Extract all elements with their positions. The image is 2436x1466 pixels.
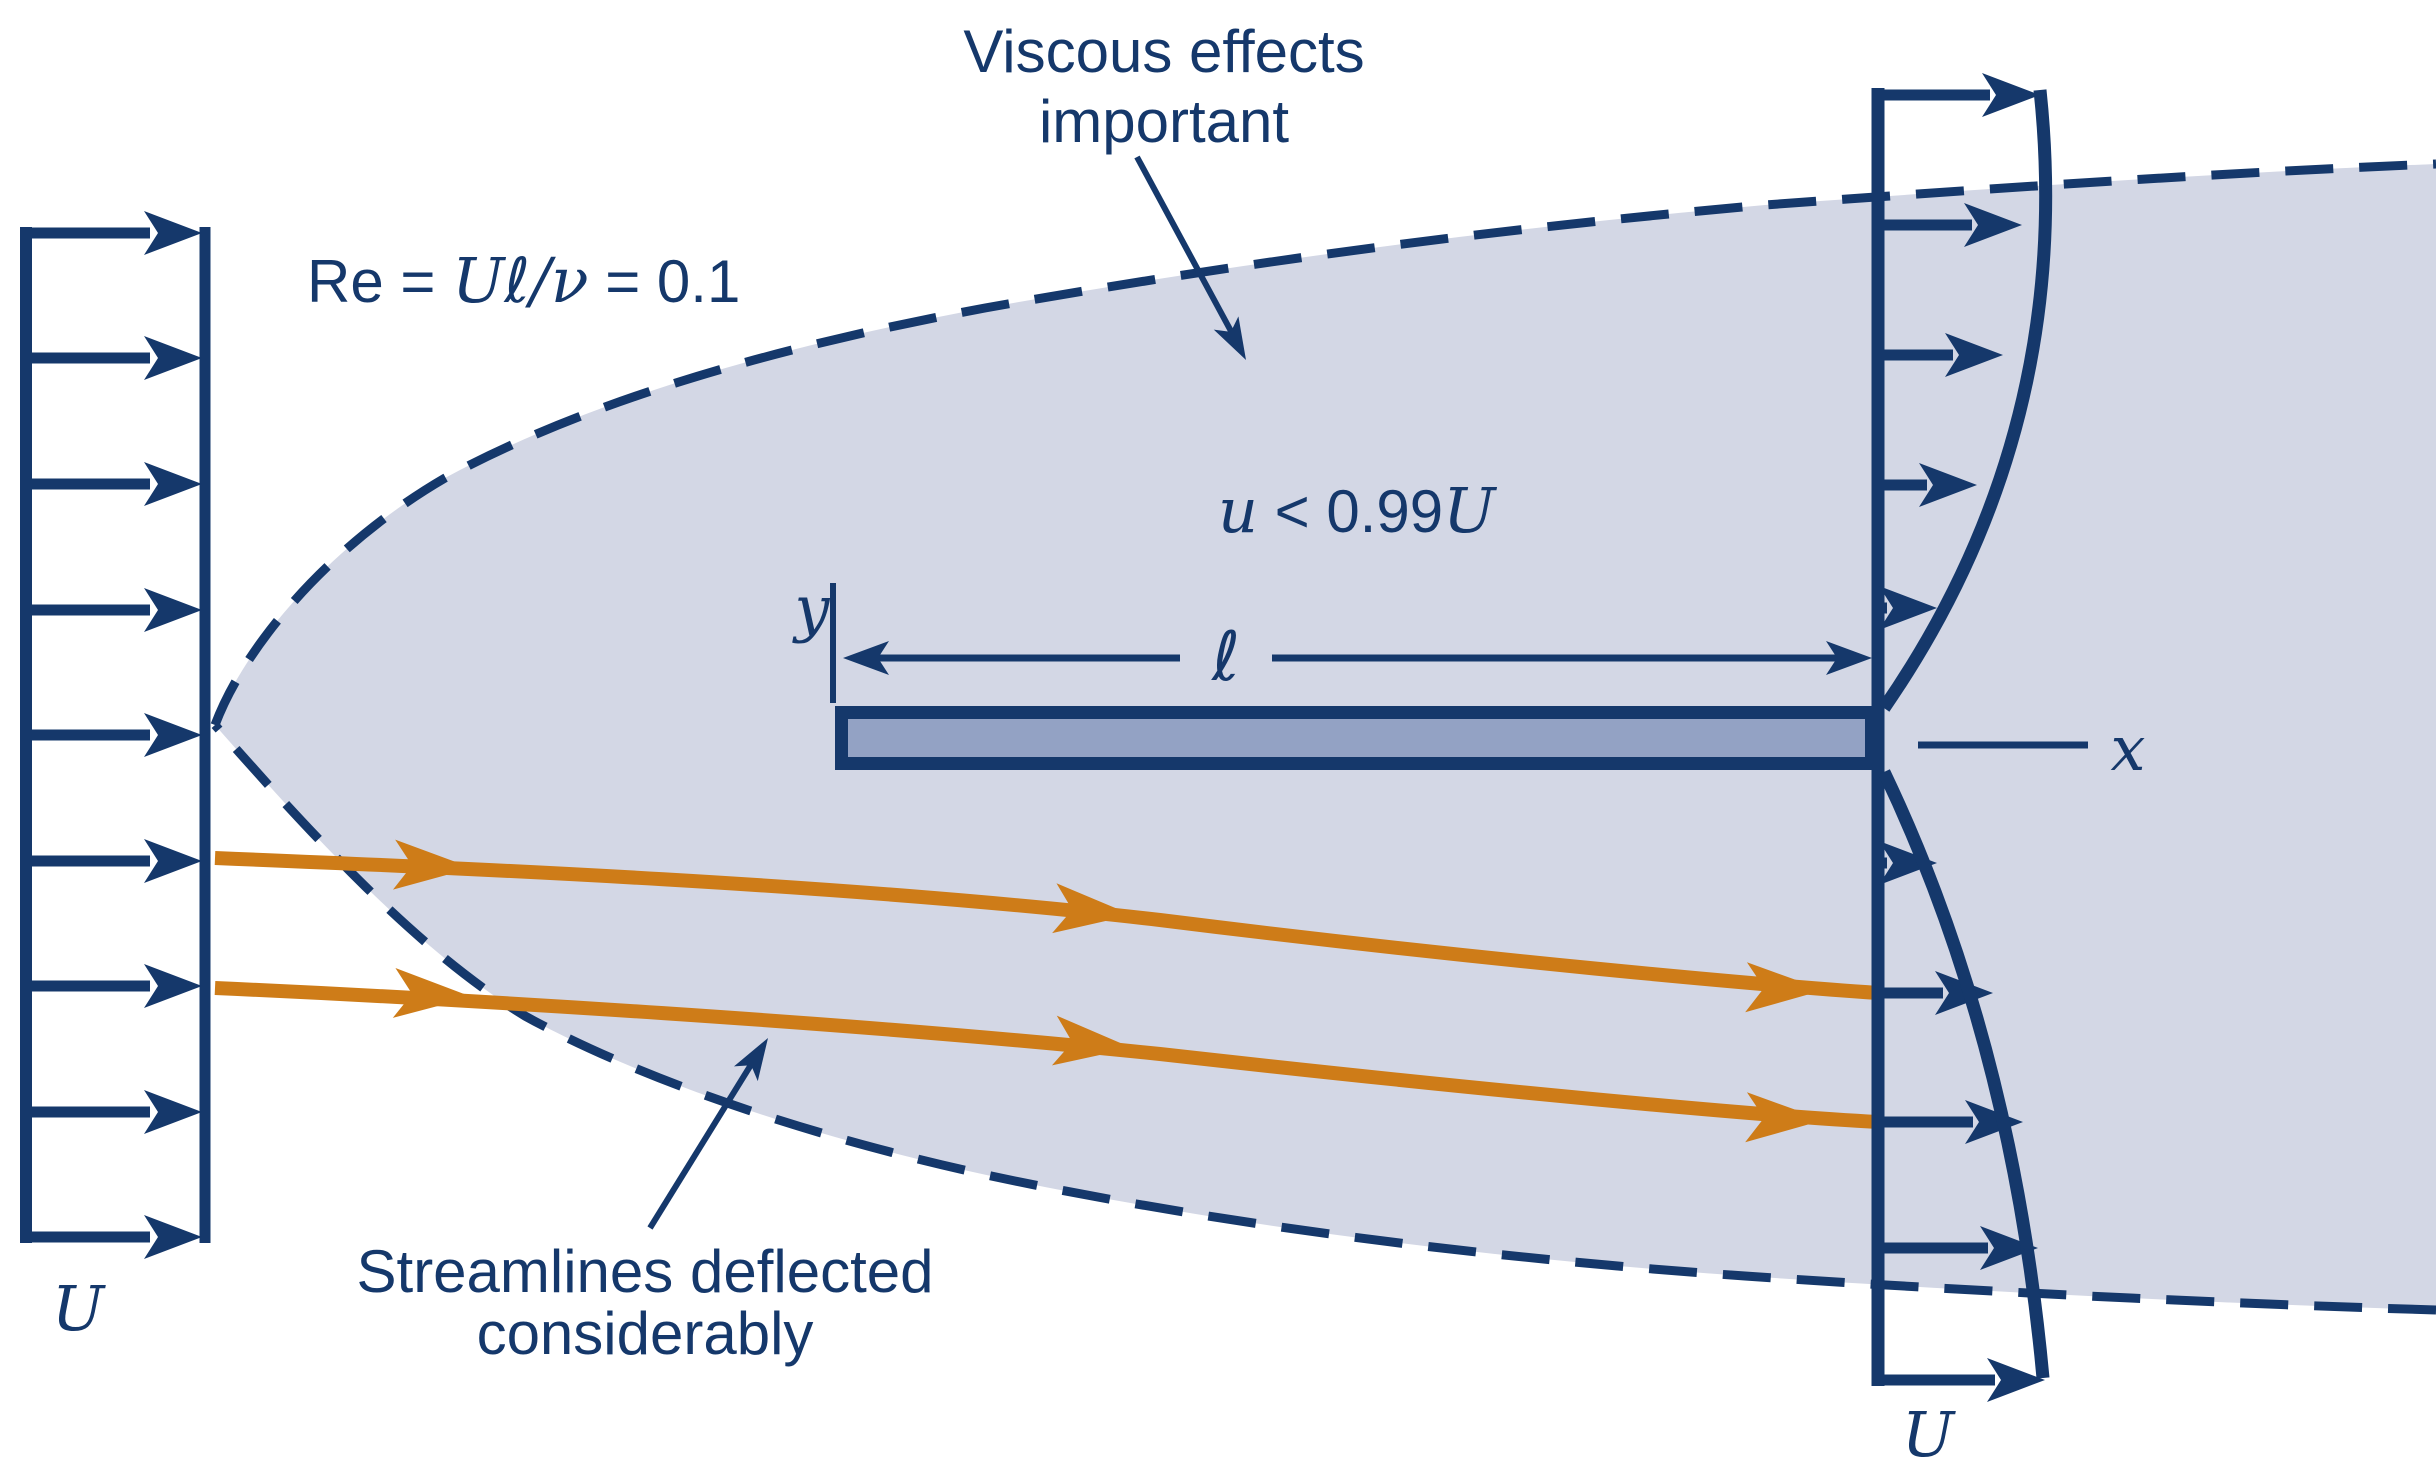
uniform-flow-arrows <box>20 211 202 1259</box>
streamline-upper <box>214 851 1879 1000</box>
profile-arrows-below-plate <box>1872 841 2045 1402</box>
streamline-note-line2: considerably <box>477 1300 814 1367</box>
streamline-note-line1: Streamlines deflected <box>357 1238 934 1305</box>
freestream-velocity-label-right: U <box>1902 1398 1956 1466</box>
flat-plate-surface <box>848 719 1865 757</box>
reynolds-number-label: Re = Uℓ/ν = 0.1 <box>307 244 740 317</box>
downstream-velocity-profile <box>1871 73 2053 1402</box>
annotation-arrows <box>647 155 1259 1230</box>
y-axis-label: y <box>791 572 830 645</box>
boundary-layer-curve-upper <box>1878 89 2053 712</box>
upstream-uniform-velocity-profile <box>20 211 211 1259</box>
streamline-lower <box>214 981 1879 1129</box>
freestream-velocity-label-left: U <box>52 1272 106 1345</box>
viscous-note-line2: important <box>1039 88 1289 155</box>
plate-length-dimension <box>843 641 1872 675</box>
boundary-layer-curve-lower <box>1878 769 2050 1379</box>
viscous-note-leader-line <box>1134 155 1235 335</box>
streamline-note-leader-line <box>647 1053 760 1230</box>
plate-length-label: ℓ <box>1211 618 1240 697</box>
viscous-note-line1: Viscous effects <box>963 18 1364 85</box>
profile-arrows-above-plate <box>1872 73 2040 630</box>
streamlines <box>214 839 1879 1145</box>
flat-plate-assembly <box>830 583 2088 770</box>
velocity-condition-label: u < 0.99U <box>1218 474 1497 547</box>
x-axis-label: x <box>2111 712 2146 785</box>
viscous-region-dashed-boundary <box>210 159 2436 1315</box>
